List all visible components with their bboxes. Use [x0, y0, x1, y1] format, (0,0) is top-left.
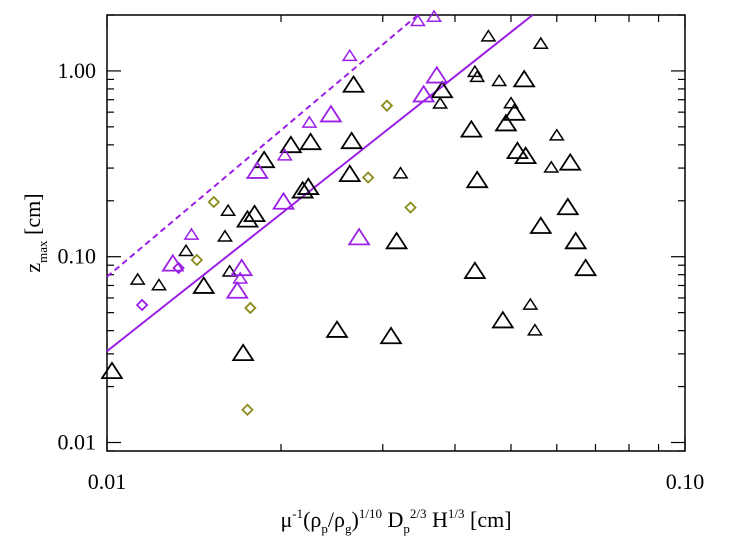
diamond-marker — [404, 201, 417, 214]
triangle-large-marker — [430, 80, 454, 99]
triangle-small-marker — [526, 323, 543, 336]
diamond-marker — [190, 253, 204, 267]
triangle-large-marker — [379, 326, 403, 345]
y-tick-label: 1.00 — [58, 58, 97, 83]
triangle-large-marker — [502, 102, 527, 121]
triangle-small-marker — [183, 227, 200, 240]
triangle-large-marker — [242, 204, 267, 223]
diamond-marker — [207, 195, 221, 209]
triangle-small-marker — [221, 264, 238, 277]
triangle-large-marker — [459, 119, 483, 138]
triangle-large-marker — [299, 132, 323, 151]
triangle-small-marker — [548, 128, 565, 141]
x-tick-label: 0.10 — [666, 469, 705, 494]
y-axis-label: zmax [cm] — [20, 193, 50, 272]
triangle-large-marker — [556, 197, 580, 216]
diamond-marker — [241, 403, 254, 417]
triangle-small-marker — [409, 13, 426, 27]
y-tick-label: 0.01 — [58, 429, 97, 454]
triangle-large-marker — [235, 209, 260, 228]
triangle-small-marker — [150, 278, 167, 291]
triangle-large-marker — [341, 74, 366, 93]
triangle-large-marker — [564, 231, 588, 250]
triangle-large-marker — [325, 319, 349, 338]
triangle-large-marker — [491, 310, 515, 329]
triangle-small-marker — [129, 272, 146, 285]
y-tick-label: 0.10 — [58, 244, 97, 269]
triangle-large-marker — [252, 150, 276, 169]
triangle-small-marker — [469, 69, 486, 83]
triangle-small-marker — [480, 29, 497, 42]
triangle-large-marker — [245, 160, 269, 179]
triangle-small-marker — [276, 148, 293, 161]
triangle-large-marker — [494, 113, 518, 132]
triangle-large-marker — [347, 227, 371, 246]
triangle-large-marker — [463, 261, 487, 279]
diamond-marker — [135, 298, 149, 312]
triangle-large-marker — [319, 104, 343, 123]
triangle-large-marker — [574, 258, 598, 277]
triangle-large-marker — [412, 84, 436, 103]
triangle-large-marker — [231, 343, 255, 362]
triangle-small-marker — [466, 64, 483, 78]
triangle-small-marker — [522, 297, 539, 310]
solid-fit-line — [106, 14, 534, 352]
triangle-large-marker — [279, 135, 303, 154]
triangle-small-marker — [178, 243, 195, 257]
triangle-large-marker — [338, 164, 362, 182]
dashed-fit-line — [106, 14, 419, 278]
triangle-large-marker — [425, 65, 449, 84]
triangle-large-marker — [529, 216, 553, 234]
triangle-large-marker — [192, 275, 216, 294]
triangle-large-marker — [296, 177, 320, 195]
triangle-large-marker — [505, 141, 530, 160]
triangle-small-marker — [301, 115, 318, 128]
triangle-small-marker — [503, 96, 519, 109]
plot-frame — [106, 14, 686, 452]
x-tick-label: 0.01 — [88, 469, 127, 494]
triangle-large-marker — [291, 180, 315, 199]
fit-lines — [106, 14, 534, 352]
x-axis-label: μ-1(ρp/ρg)1/10 Dp2/3 H1/3 [cm] — [280, 506, 511, 536]
triangle-small-marker — [491, 73, 508, 87]
diamond-marker — [380, 99, 394, 112]
triangle-large-marker — [271, 191, 296, 210]
triangle-small-marker — [532, 36, 549, 50]
data-points — [100, 9, 598, 417]
triangle-small-marker — [543, 160, 560, 173]
triangle-large-marker — [558, 152, 582, 171]
tick-labels: 0.01 0.10 0.01 0.10 1.00 — [58, 58, 705, 494]
triangle-small-marker — [426, 9, 443, 22]
triangle-small-marker — [232, 271, 249, 284]
triangle-small-marker — [432, 96, 449, 109]
diamond-marker — [172, 261, 185, 275]
triangle-large-marker — [514, 146, 538, 164]
triangle-small-marker — [341, 48, 358, 62]
triangle-large-marker — [225, 280, 249, 299]
triangle-large-marker — [512, 69, 536, 88]
triangle-large-marker — [100, 361, 124, 380]
triangle-small-marker — [217, 229, 233, 242]
triangle-large-marker — [465, 170, 489, 189]
diamond-marker — [361, 171, 375, 184]
triangle-small-marker — [392, 166, 409, 179]
triangle-large-marker — [385, 231, 409, 250]
triangle-large-marker — [340, 131, 364, 150]
diamond-marker — [244, 301, 257, 315]
triangle-small-marker — [220, 203, 237, 217]
